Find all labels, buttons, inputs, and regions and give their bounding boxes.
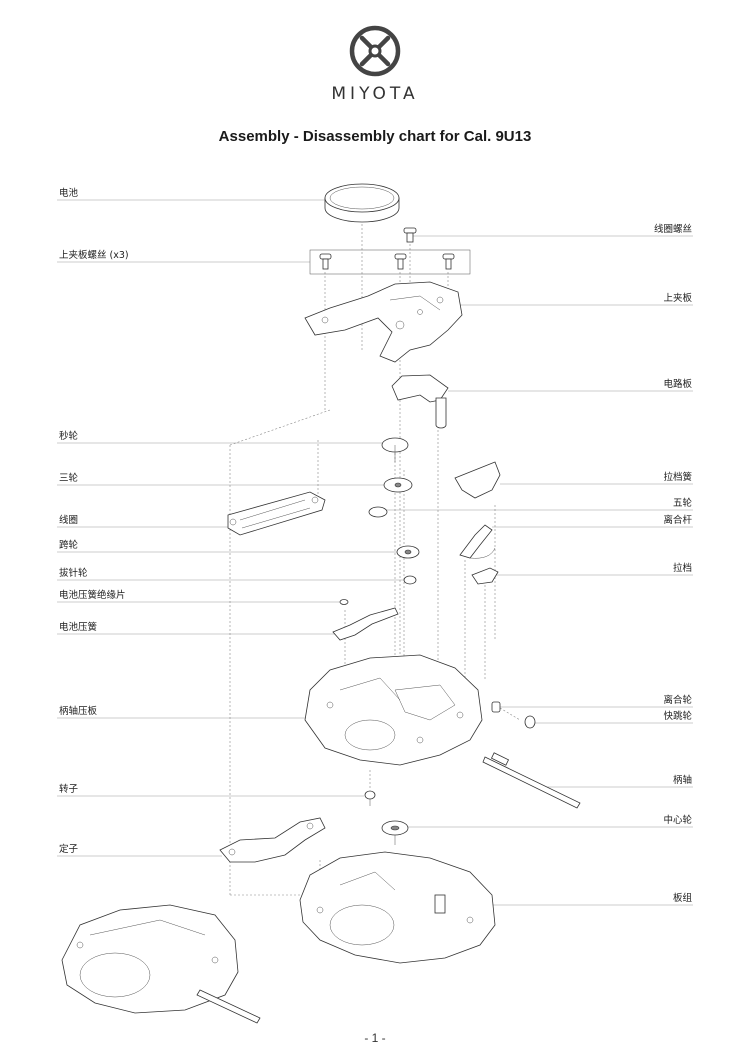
rotor-part (364, 790, 376, 806)
minute-wheel-part (396, 545, 420, 559)
label-stem: 柄轴 (672, 775, 692, 786)
label-setting-lever-spring: 拉档簧 (663, 472, 692, 483)
label-clutch-lever: 离合杆 (663, 515, 692, 526)
page-title: Assembly - Disassembly chart for Cal. 9U… (218, 128, 532, 145)
label-stem-plate: 柄轴压板 (59, 706, 98, 717)
upper-plate-part (304, 281, 463, 363)
battery-part (324, 183, 400, 223)
screws-frame (309, 249, 471, 275)
label-quick-jump-wheel: 快跳轮 (663, 711, 692, 722)
label-battery-spring-insulator: 电池压簧绝缘片 (59, 590, 126, 601)
brand-wordmark: MIYOTA (331, 84, 419, 104)
label-coil-screw: 线圈螺丝 (653, 224, 692, 235)
left-leader-lines (57, 199, 405, 857)
coil-screw-part (403, 227, 417, 243)
label-minute-wheel: 跨轮 (59, 540, 79, 551)
center-wheel-part (381, 820, 409, 845)
assembled-movement-part (61, 904, 261, 1024)
stem-part (482, 752, 581, 809)
clutch-wheel-part (491, 701, 501, 713)
clutch-lever-part (459, 524, 496, 559)
label-rotor: 转子 (59, 784, 79, 795)
page-number: - 1 - (364, 1031, 386, 1045)
label-center-wheel: 中心轮 (663, 815, 692, 826)
quick-jump-wheel-part (524, 715, 536, 729)
upper-plate-screws-part (319, 253, 455, 270)
stator-part (219, 817, 326, 863)
battery-spring-part (332, 607, 399, 641)
circuit-board-part (391, 374, 449, 429)
label-circuit-board: 电路板 (663, 379, 692, 390)
main-movement-part (304, 654, 483, 766)
miyota-logo-icon (349, 25, 401, 77)
setting-lever-spring-part (454, 461, 501, 499)
label-base-plate: 板组 (672, 893, 692, 904)
coil-part (227, 491, 326, 536)
label-battery-spring: 电池压簧 (59, 622, 98, 633)
right-leader-lines (386, 235, 693, 906)
label-stator: 定子 (59, 844, 79, 855)
second-wheel-part (381, 437, 409, 462)
fifth-wheel-part (368, 506, 388, 518)
label-coil: 线圈 (59, 515, 79, 526)
setting-lever-part (471, 567, 499, 585)
label-setting-lever: 拉档 (672, 563, 692, 574)
setting-wheel-part (403, 575, 417, 585)
label-setting-wheel: 拔针轮 (59, 568, 88, 579)
label-clutch-wheel: 离合轮 (663, 695, 692, 706)
base-plate-part (299, 851, 496, 964)
label-third-wheel: 三轮 (59, 473, 79, 484)
label-upper-plate-screws: 上夹板螺丝 (x3) (59, 250, 129, 261)
label-second-wheel: 秒轮 (59, 431, 79, 442)
label-upper-plate: 上夹板 (663, 293, 692, 304)
label-battery: 电池 (59, 188, 79, 199)
label-fifth-wheel: 五轮 (672, 498, 692, 509)
battery-spring-insulator-part (339, 599, 349, 605)
third-wheel-part (383, 477, 413, 493)
